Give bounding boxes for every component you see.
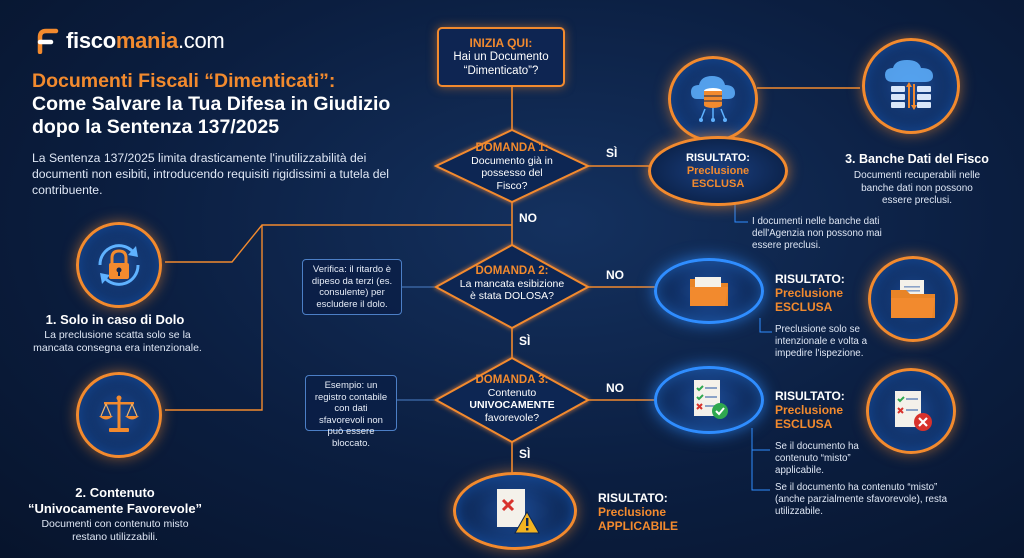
q1-line-3: Fisco?: [496, 179, 528, 192]
result-1-note: I documenti nelle banche dati dell'Agenz…: [752, 216, 882, 251]
result-2-line-2: ESCLUSA: [775, 300, 833, 314]
folder-circle: [868, 256, 958, 342]
diamond-q2: [433, 243, 591, 330]
result-3-text: RISULTATO: Preclusione ESCLUSA: [775, 389, 865, 431]
left-point-1-desc: La preclusione scatta solo se la mancata…: [33, 329, 202, 354]
rejected-doc-circle: [866, 368, 956, 454]
diamond-q3: [433, 356, 591, 444]
q1-line-1: Documento già in: [471, 154, 553, 167]
result-1-line-2: ESCLUSA: [691, 177, 745, 190]
left-point-2-desc: Documenti con contenuto misto restano ut…: [41, 518, 189, 543]
result-2-ring: [654, 258, 764, 324]
q3-text: DOMANDA 3: Contenuto UNIVOCAMENTE favore…: [456, 374, 568, 424]
q1-line-2: possesso del: [481, 167, 543, 179]
q2-no-label: NO: [606, 268, 624, 282]
result-1-line-1: Preclusione: [686, 164, 750, 177]
result-4-line-1: Preclusione: [598, 505, 667, 519]
result-3-note-1: Se il documento ha contenuto “misto” app…: [775, 441, 859, 476]
title-line-2: Come Salvare la Tua Difesa in Giudizio: [32, 93, 391, 115]
result-3-line-2: ESCLUSA: [775, 417, 833, 431]
padlock-icon: [98, 244, 140, 286]
q1-no-label: NO: [519, 211, 537, 225]
cloud-server-circle: [862, 38, 960, 134]
left-point-2-title-line2: “Univocamente Favorevole”: [27, 501, 203, 516]
left-point-1-title: 1. Solo in caso di Dolo: [45, 312, 185, 327]
q2-line-1: La mancata esibizione: [459, 277, 565, 290]
q3-callout: Esempio: un registro contabile con dati …: [305, 375, 397, 449]
intro-text: La Sentenza 137/2025 limita drasticament…: [32, 151, 390, 197]
connector-r2-note: [759, 318, 772, 333]
right-point-title: 3. Banche Dati del Fisco: [845, 152, 989, 166]
connector-r1-note: [734, 200, 748, 223]
title-line-3: dopo la Sentenza 137/2025: [32, 116, 280, 138]
padlock-circle: [76, 222, 162, 308]
connector-left-contenuto: [165, 225, 263, 411]
result-4-line-2: APPLICABILE: [598, 519, 679, 533]
connector-left-dolo: [165, 224, 512, 263]
q2-text: DOMANDA 2: La mancata esibizione è stata…: [451, 265, 573, 303]
result-4-heading: RISULTATO:: [598, 491, 668, 505]
start-box: INIZIA QUI: Hai un Documento “Dimenticat…: [437, 27, 565, 87]
q2-heading: DOMANDA 2:: [475, 265, 549, 277]
q1-heading: DOMANDA 1:: [475, 142, 549, 154]
result-1-pill: RISULTATO: Preclusione ESCLUSA: [648, 136, 788, 206]
start-heading: INIZIA QUI:: [469, 36, 533, 50]
q2-callout: Verifica: il ritardo è dipeso da terzi (…: [302, 259, 402, 315]
q3-line-3: favorevole?: [484, 411, 540, 424]
q1-text: DOMANDA 1: Documento già in possesso del…: [456, 142, 568, 192]
rejected-document-icon: [895, 391, 932, 431]
q3-line-1: Contenuto: [487, 386, 537, 399]
scales-circle: [76, 372, 162, 458]
start-line-1: Hai un Documento: [453, 51, 549, 63]
result-4-text: RISULTATO: Preclusione APPLICABILE: [598, 491, 698, 533]
result-3-heading: RISULTATO:: [775, 389, 845, 403]
q2-line-2: è stata DOLOSA?: [469, 290, 555, 302]
result-3-ring: [654, 366, 764, 434]
brand-logo[interactable]: fiscomania.com: [34, 28, 225, 54]
q3-heading: DOMANDA 3:: [475, 374, 549, 386]
connector-r3-note: [751, 428, 770, 491]
result-2-note: Preclusione solo se intenzionale e volta…: [775, 324, 868, 359]
logo-wordmark: fiscomania.com: [66, 28, 225, 53]
left-point-2-title-line1: 2. Contenuto: [75, 485, 155, 500]
q3-yes-label: SÌ: [519, 447, 531, 461]
result-2-line-1: Preclusione: [775, 286, 844, 300]
result-2-text: RISULTATO: Preclusione ESCLUSA: [775, 272, 865, 314]
cloud-server-icon: [885, 60, 933, 110]
start-line-2: “Dimenticato”?: [463, 65, 539, 77]
result-3-note-2: Se il documento ha contenuto “misto” (an…: [775, 482, 948, 517]
q3-line-2: UNIVOCAMENTE: [469, 399, 555, 411]
q1-yes-label: SÌ: [606, 146, 618, 160]
title-line-1: Documenti Fiscali “Dimenticati”:: [32, 70, 336, 92]
q3-no-label: NO: [606, 381, 624, 395]
logo-mark-icon: [37, 28, 59, 54]
database-circle: [668, 56, 758, 142]
folder-icon: [690, 277, 728, 306]
result-3-line-1: Preclusione: [775, 403, 844, 417]
right-point-desc: Documenti recuperabili nelle banche dati…: [853, 170, 981, 206]
page-title: Documenti Fiscali “Dimenticati”: Come Sa…: [32, 70, 432, 139]
diamond-q1: [433, 128, 591, 204]
checklist-icon: [694, 380, 728, 419]
q2-yes-label: SÌ: [519, 334, 531, 348]
result-2-heading: RISULTATO:: [775, 272, 845, 286]
scales-icon: [99, 395, 139, 432]
result-1-heading: RISULTATO:: [686, 151, 750, 164]
result-4-ring: [453, 472, 577, 550]
folder-documents-icon: [891, 280, 935, 318]
warning-document-icon: [497, 489, 540, 534]
cloud-database-icon: [691, 76, 735, 122]
left-point-2-title: 2. Contenuto “Univocamente Favorevole”: [20, 485, 210, 517]
